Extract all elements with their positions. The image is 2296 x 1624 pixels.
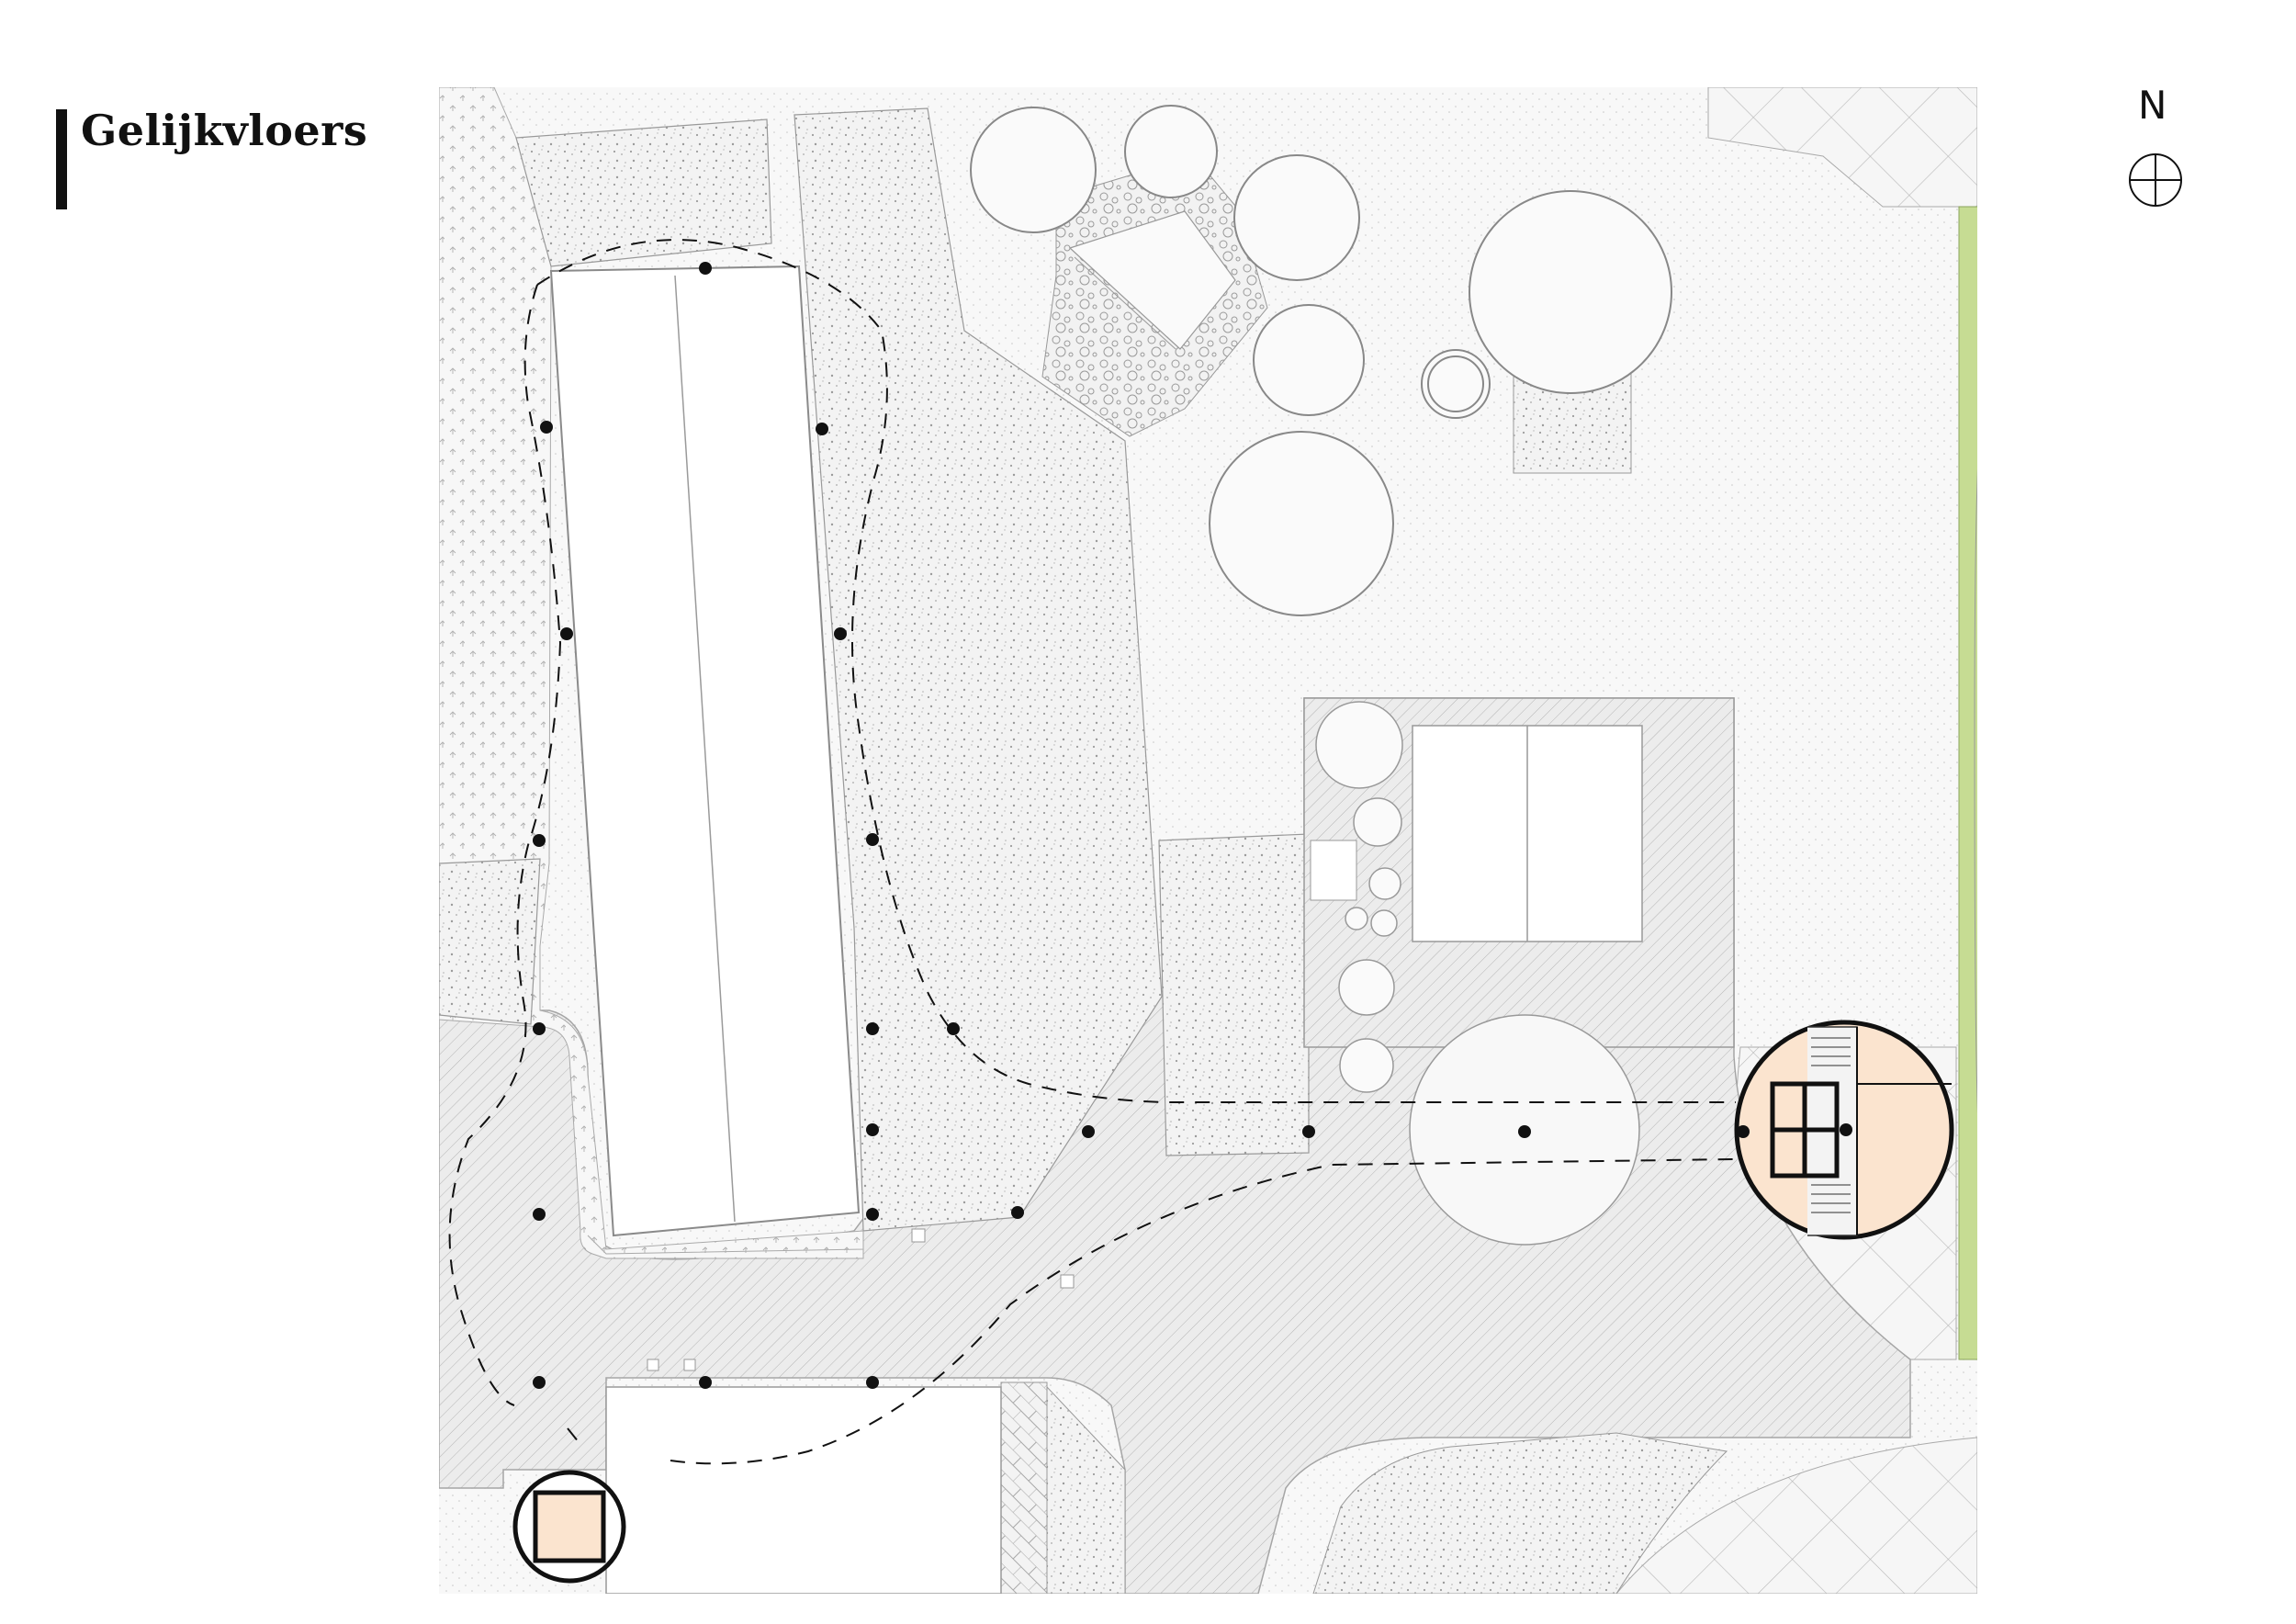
node-dot bbox=[560, 627, 573, 640]
node-dot bbox=[1011, 1206, 1024, 1219]
tree-canopy bbox=[1469, 190, 1672, 394]
tree-trunk-ring bbox=[1427, 355, 1484, 412]
site-ground bbox=[439, 87, 1977, 1594]
node-dot bbox=[1082, 1125, 1095, 1138]
gravel-bed-north bbox=[515, 118, 772, 267]
node-dots bbox=[533, 262, 1531, 1389]
plan-title: Gelijkvloers bbox=[81, 106, 368, 155]
north-arrow-icon bbox=[2129, 153, 2182, 207]
tree-canopy bbox=[1209, 431, 1394, 616]
grid-paving-bottom-right bbox=[1615, 1437, 1977, 1594]
tree-canopy bbox=[1124, 105, 1218, 198]
node-dot bbox=[834, 627, 847, 640]
gravel-bed-south bbox=[1312, 1432, 1728, 1594]
node-dot bbox=[947, 1022, 960, 1035]
node-dot bbox=[1737, 1125, 1750, 1138]
grid-paving-top-right bbox=[1707, 87, 1977, 208]
pavilion-highlight bbox=[1734, 1020, 1954, 1240]
strip-curve bbox=[1974, 468, 1977, 1113]
north-label: N bbox=[2138, 83, 2167, 128]
bollards bbox=[647, 1228, 1075, 1371]
building-south bbox=[605, 1386, 1002, 1594]
node-dot bbox=[866, 1022, 879, 1035]
node-dot bbox=[866, 1208, 879, 1221]
brick-strip bbox=[1000, 1382, 1048, 1594]
bench-line bbox=[1074, 256, 1176, 350]
planting-strip bbox=[439, 87, 864, 1259]
node-dot bbox=[1518, 1125, 1531, 1138]
node-dot bbox=[533, 834, 546, 847]
node-dot bbox=[540, 421, 553, 434]
kiosk-highlight bbox=[512, 1470, 626, 1584]
node-dot bbox=[816, 423, 828, 435]
node-dot bbox=[866, 1123, 879, 1136]
long-building bbox=[549, 265, 864, 1255]
tree-canopy bbox=[1421, 349, 1491, 419]
node-dot bbox=[533, 1022, 546, 1035]
node-dot bbox=[1302, 1125, 1315, 1138]
node-dot bbox=[699, 262, 712, 275]
node-dot bbox=[533, 1208, 546, 1221]
node-dot bbox=[1840, 1123, 1852, 1136]
tree-canopy bbox=[970, 107, 1097, 233]
node-dot bbox=[533, 1376, 546, 1389]
gravel-slab bbox=[1158, 833, 1310, 1156]
tree-group-north bbox=[970, 105, 1672, 616]
garden-box bbox=[1310, 840, 1357, 901]
node-dot bbox=[866, 833, 879, 846]
tree-canopy bbox=[1253, 304, 1365, 416]
garden-square bbox=[1303, 697, 1735, 1246]
green-strip bbox=[1958, 206, 1977, 1360]
tree-canopy bbox=[1233, 154, 1360, 281]
bench bbox=[1068, 210, 1236, 350]
node-dot bbox=[866, 1376, 879, 1389]
route-lines bbox=[448, 239, 1737, 1465]
node-dot bbox=[699, 1376, 712, 1389]
title-accent-bar bbox=[56, 109, 67, 209]
gravel-bed-west bbox=[439, 858, 541, 1025]
